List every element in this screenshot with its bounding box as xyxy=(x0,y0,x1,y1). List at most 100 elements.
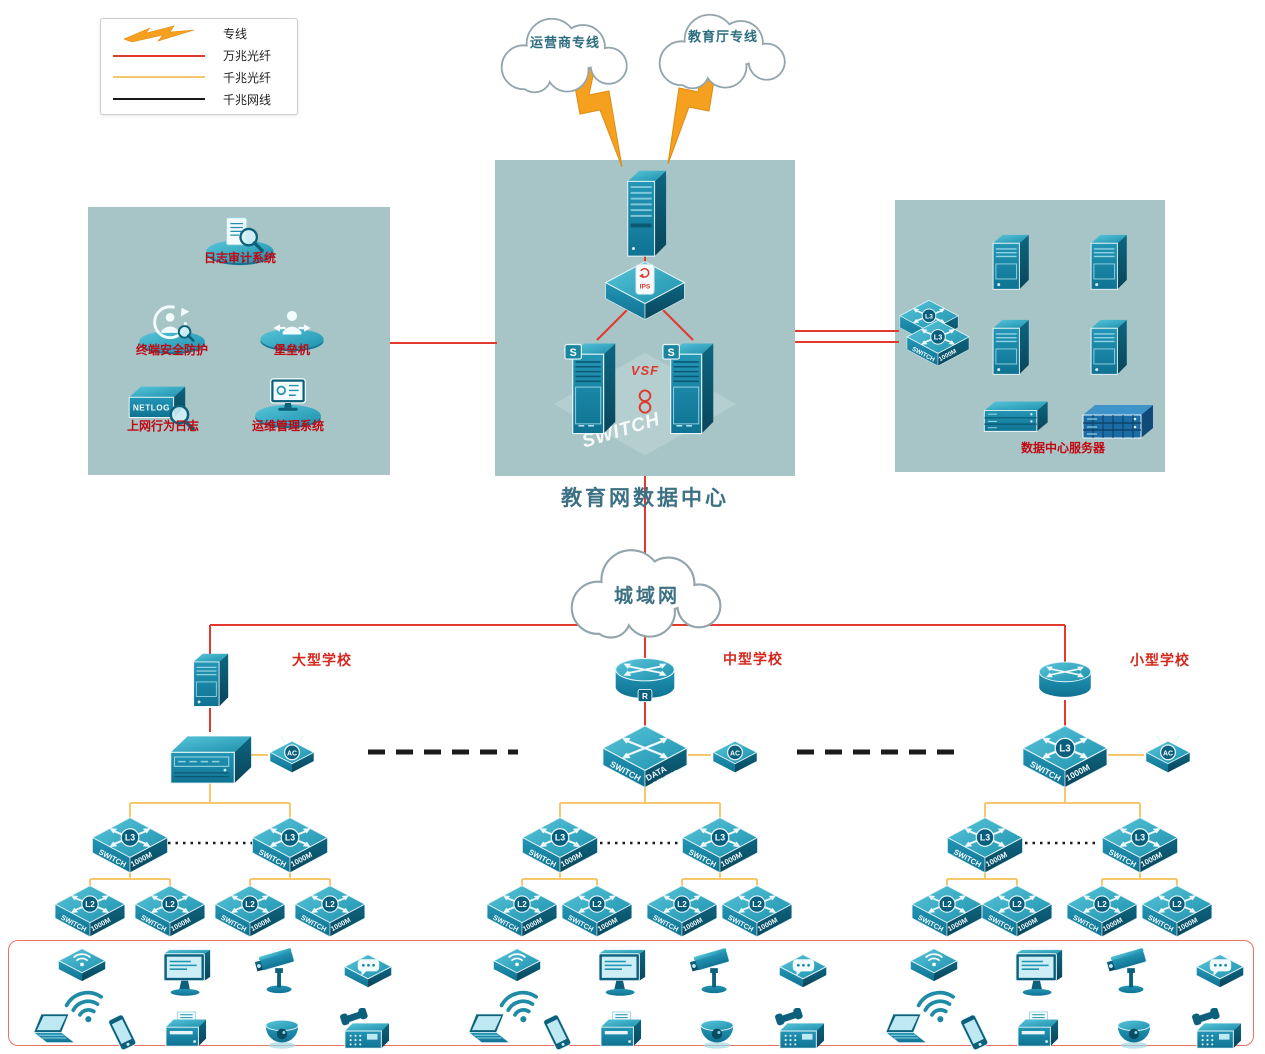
school-label: 大型学校 xyxy=(292,652,352,668)
svg-text:AC: AC xyxy=(730,750,740,757)
dc-server-tower xyxy=(1085,232,1131,294)
school-label: 中型学校 xyxy=(723,651,783,667)
school-label: 小型学校 xyxy=(1130,652,1190,668)
svg-text:R: R xyxy=(642,692,648,701)
legend-label: 专线 xyxy=(223,27,248,42)
cloud-operator-line: 运营商专线 xyxy=(483,6,647,102)
ips-device: IPS xyxy=(602,260,688,322)
legend-row-10g-fiber: 万兆光纤 xyxy=(109,46,289,66)
svg-text:L2: L2 xyxy=(752,900,762,909)
svg-text:L3: L3 xyxy=(925,313,933,320)
legend-label: 千兆网线 xyxy=(223,92,272,107)
svg-text:NETLOG: NETLOG xyxy=(133,404,170,413)
lightning-icon xyxy=(109,25,209,43)
wireless-ap-icon xyxy=(490,944,544,983)
im-terminal-icon xyxy=(1193,949,1247,990)
mobile-phone-icon xyxy=(955,1011,993,1054)
svg-text:L3: L3 xyxy=(125,832,135,842)
svg-text:AC: AC xyxy=(1163,750,1173,757)
surveillance-camera-icon xyxy=(1105,947,1159,997)
svg-text:L2: L2 xyxy=(1012,900,1022,909)
svg-text:L2: L2 xyxy=(325,900,335,909)
dome-camera-icon xyxy=(694,1013,740,1051)
legend-row-1g-fiber: 千兆光纤 xyxy=(109,67,289,87)
svg-text:L3: L3 xyxy=(1135,832,1145,842)
security-item-label: 上网行为日志 xyxy=(126,419,199,433)
vsf-label: VSF xyxy=(630,363,660,378)
yellow-1g-lines xyxy=(89,754,1178,890)
security-item-label: 终端安全防护 xyxy=(135,343,208,357)
surveillance-camera-icon xyxy=(253,947,307,997)
im-terminal-icon xyxy=(341,949,395,990)
legend: 专线 万兆光纤 千兆光纤 千兆网线 xyxy=(100,18,298,115)
wireless-ap-icon xyxy=(907,944,961,983)
dc-rack-server xyxy=(1078,400,1158,442)
mobile-phone-icon xyxy=(103,1011,141,1054)
bastion-host-icon xyxy=(254,302,330,354)
legend-row-1g-copper: 千兆网线 xyxy=(109,89,289,109)
fax-machine-icon xyxy=(772,1008,830,1054)
laptop-icon xyxy=(28,1012,84,1051)
school-server xyxy=(188,651,232,711)
cloud-education-line: 教育厅专线 xyxy=(641,2,805,98)
security-item-label: 堡垒机 xyxy=(273,343,310,357)
cloud-education-line-label: 教育厅专线 xyxy=(687,29,758,44)
svg-text:L3: L3 xyxy=(934,332,942,341)
legend-label: 千兆光纤 xyxy=(223,70,272,85)
dome-camera-icon xyxy=(1111,1013,1157,1051)
legend-row-dedicated-line: 专线 xyxy=(109,24,289,44)
desktop-monitor-icon xyxy=(595,948,651,1000)
cloud-operator-line-label: 运营商专线 xyxy=(529,35,600,50)
svg-text:L2: L2 xyxy=(677,900,687,909)
svg-text:S: S xyxy=(570,347,577,359)
im-terminal-icon xyxy=(776,949,830,990)
surveillance-camera-icon xyxy=(688,947,742,997)
datacenter-title: 教育网数据中心 xyxy=(561,486,729,510)
wifi-signal-icon xyxy=(62,983,110,1024)
svg-text:L2: L2 xyxy=(85,900,95,909)
ac-controller: AC xyxy=(709,735,761,775)
laptop-icon xyxy=(463,1012,519,1051)
svg-text:AC: AC xyxy=(287,750,297,757)
svg-text:L3: L3 xyxy=(1059,744,1071,755)
mobile-phone-icon xyxy=(538,1011,576,1054)
svg-text:L2: L2 xyxy=(245,900,255,909)
laptop-icon xyxy=(880,1012,936,1051)
core-server-right: S xyxy=(661,338,721,442)
core-firewall-device xyxy=(620,166,670,260)
school-router xyxy=(1036,659,1094,703)
endpoint-protection-icon xyxy=(133,300,211,356)
school-router: R xyxy=(612,655,678,705)
svg-text:L2: L2 xyxy=(1097,900,1107,909)
dome-camera-icon xyxy=(259,1013,305,1051)
desktop-monitor-icon xyxy=(160,948,216,1000)
cloud-man: 城域网 xyxy=(527,541,767,643)
legend-label: 万兆光纤 xyxy=(223,49,272,64)
vsf-link-icon xyxy=(637,388,653,416)
dc-server-tower xyxy=(987,232,1033,294)
svg-text:L2: L2 xyxy=(592,900,602,909)
netlog-icon: NETLOG xyxy=(120,376,206,432)
security-item-label: 运维管理系统 xyxy=(251,419,324,433)
svg-text:L3: L3 xyxy=(980,832,990,842)
fax-machine-icon xyxy=(1189,1008,1247,1054)
dc-server-tower xyxy=(987,317,1033,379)
